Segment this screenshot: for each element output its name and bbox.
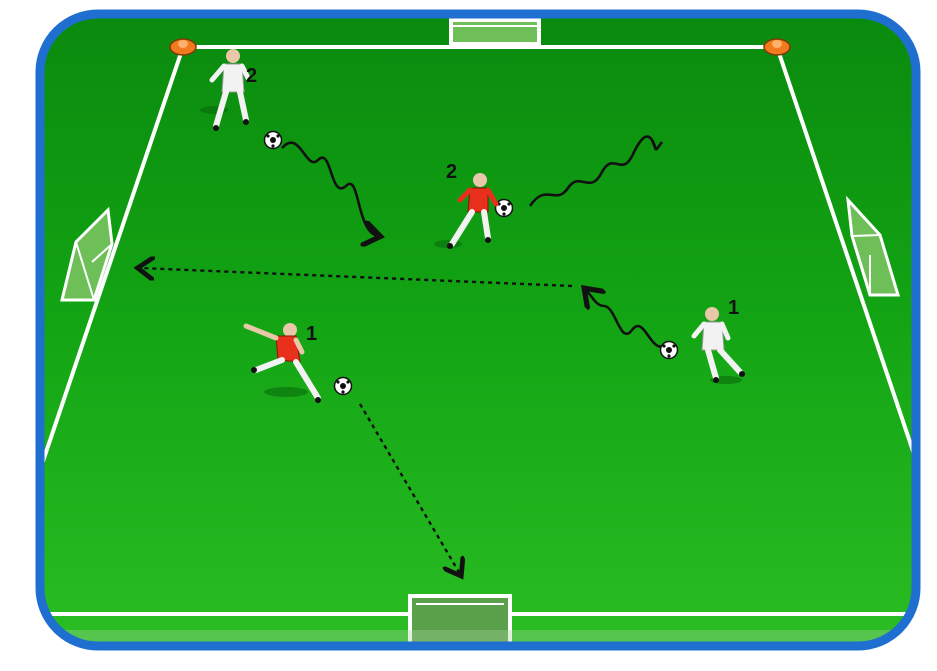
pitch-surface — [40, 14, 916, 646]
player-number-label: 2 — [446, 161, 457, 183]
dribble-arrows — [281, 135, 665, 348]
soccer-ball-icon — [263, 130, 283, 150]
left-goal-icon — [60, 206, 114, 302]
diagram-frame — [35, 9, 921, 651]
player-number-label: 1 — [306, 323, 317, 345]
soccer-ball-icon — [333, 376, 353, 396]
player-number-label: 1 — [728, 297, 739, 319]
player-white-2: 2 — [200, 49, 257, 131]
soccer-ball-icon — [659, 340, 679, 360]
soccer-ball-icon — [494, 198, 514, 218]
player-red-2: 2 — [434, 161, 499, 249]
cone-icon — [169, 38, 197, 56]
top-goal-icon — [449, 18, 541, 46]
pass-arrows — [140, 268, 573, 574]
cone-icon — [763, 38, 791, 56]
right-goal-icon — [846, 195, 901, 297]
bottom-goal-icon — [408, 594, 512, 646]
player-number-label: 2 — [246, 65, 257, 87]
player-red-1: 1 — [243, 323, 321, 403]
player-white-1: 1 — [691, 297, 745, 384]
